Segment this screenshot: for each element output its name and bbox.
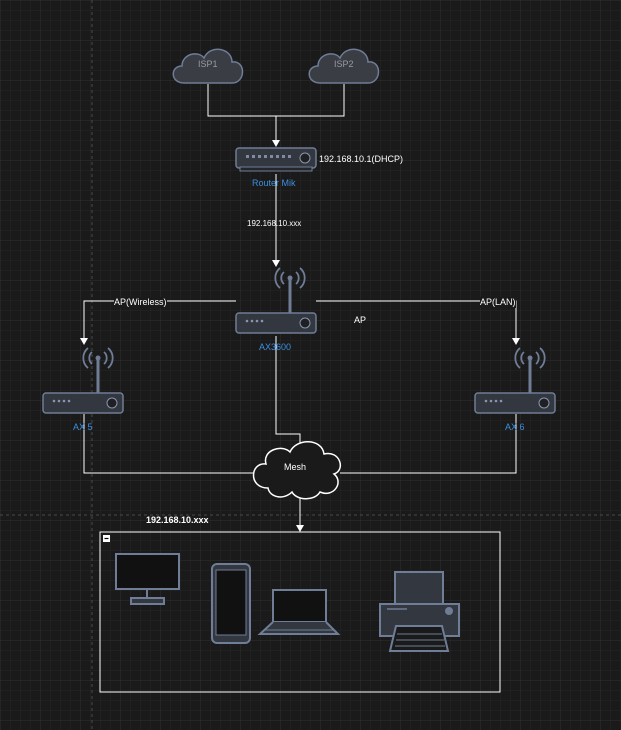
isp1-label: ISP1 xyxy=(198,59,218,69)
ap-name-label: AX3600 xyxy=(259,342,292,352)
ax6-label: AX 6 xyxy=(505,422,525,432)
smartphone-icon[interactable] xyxy=(211,563,251,644)
router-ip-label: 192.168.10.1(DHCP) xyxy=(319,154,404,164)
ap-ax3600-icon[interactable] xyxy=(235,267,317,334)
connector-ap-lan-ax6[interactable] xyxy=(316,300,520,345)
ap-mode-label: AP xyxy=(354,315,367,325)
connector-isp1-router[interactable] xyxy=(207,84,276,117)
wireless-link-label: AP(Wireless) xyxy=(114,297,167,308)
lan-link-label: AP(LAN) xyxy=(480,297,516,308)
router-ap-link-label: 192.168.10.xxx xyxy=(247,219,302,228)
clients-subnet-label: 192.168.10.xxx xyxy=(146,515,209,525)
connector-ap-mesh[interactable] xyxy=(275,336,301,446)
ax5-label: AX 5 xyxy=(73,422,93,432)
isp2-cloud-icon[interactable] xyxy=(308,48,380,84)
node-ax5-icon[interactable] xyxy=(42,347,124,414)
mesh-cloud-icon[interactable] xyxy=(252,441,342,500)
connector-ax6-mesh[interactable] xyxy=(340,414,517,474)
node-ax6-icon[interactable] xyxy=(474,347,556,414)
isp2-label: ISP2 xyxy=(334,59,354,69)
laptop-icon[interactable] xyxy=(257,589,341,635)
printer-icon[interactable] xyxy=(379,571,460,652)
router-name-label: Router Mik xyxy=(252,178,296,188)
desktop-monitor-icon[interactable] xyxy=(115,553,180,605)
client-group-container[interactable] xyxy=(99,531,501,693)
connector-isp2-router[interactable] xyxy=(272,84,345,147)
connector-ax5-mesh[interactable] xyxy=(83,414,256,474)
connector-ap-wireless-ax5[interactable] xyxy=(80,300,236,345)
group-collapse-icon[interactable] xyxy=(103,535,110,542)
router-icon[interactable] xyxy=(235,147,317,172)
isp1-cloud-icon[interactable] xyxy=(172,48,244,84)
mesh-label: Mesh xyxy=(284,462,307,472)
